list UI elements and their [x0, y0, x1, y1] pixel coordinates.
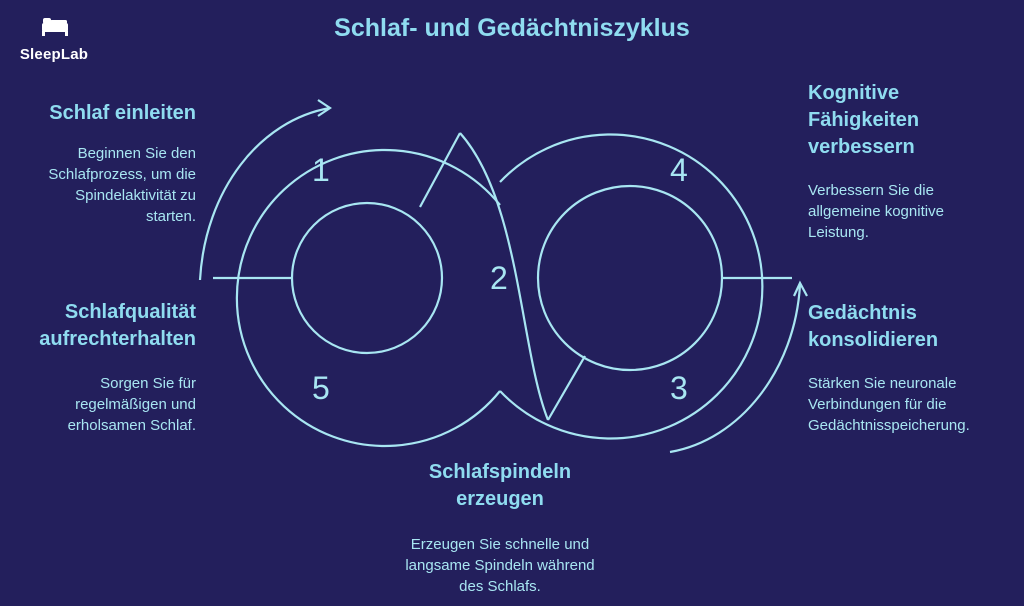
segment-number-1: 1 — [312, 152, 330, 188]
page-title: Schlaf- und Gedächtniszyklus — [334, 14, 690, 42]
segment-number-2: 2 — [490, 260, 508, 296]
step3-title: Gedächtnis konsolidieren — [808, 302, 939, 351]
segment-number-3: 3 — [670, 370, 688, 406]
step5-description: Sorgen Sie für regelmäßigen und erholsam… — [67, 375, 196, 434]
bed-icon — [42, 18, 68, 36]
brand-logo: SleepLab — [14, 14, 94, 70]
step1-description: Beginnen Sie den Schlafprozess, um die S… — [48, 145, 196, 225]
crossing-band-upper — [459, 132, 550, 421]
segment-number-4: 4 — [670, 152, 688, 188]
divider-1-2 — [419, 132, 461, 208]
right-outer-loop — [499, 133, 764, 440]
step5-title: Schlafqualität aufrechterhalten — [39, 301, 196, 350]
arrow-bottom-right-head — [793, 280, 808, 297]
step4-title: Kognitive Fähigkeiten verbessern — [808, 82, 920, 158]
arrow-top-left-head — [317, 99, 332, 117]
brand-name: SleepLab — [19, 46, 89, 63]
arrow-top-left — [198, 106, 331, 281]
step3-description: Stärken Sie neuronale Verbindungen für d… — [808, 375, 970, 434]
step4-description: Verbessern Sie die allgemeine kognitive … — [808, 182, 944, 241]
arrow-bottom-right — [669, 284, 802, 454]
step2-description: Erzeugen Sie schnelle und langsame Spind… — [405, 536, 595, 595]
left-outer-loop — [235, 148, 501, 448]
left-inner-circle — [290, 201, 444, 355]
step1-title: Schlaf einleiten — [49, 102, 196, 124]
step2-title: Schlafspindeln erzeugen — [428, 461, 572, 510]
segment-number-5: 5 — [312, 370, 330, 406]
divider-2-3 — [547, 355, 586, 421]
right-inner-circle — [536, 184, 724, 372]
